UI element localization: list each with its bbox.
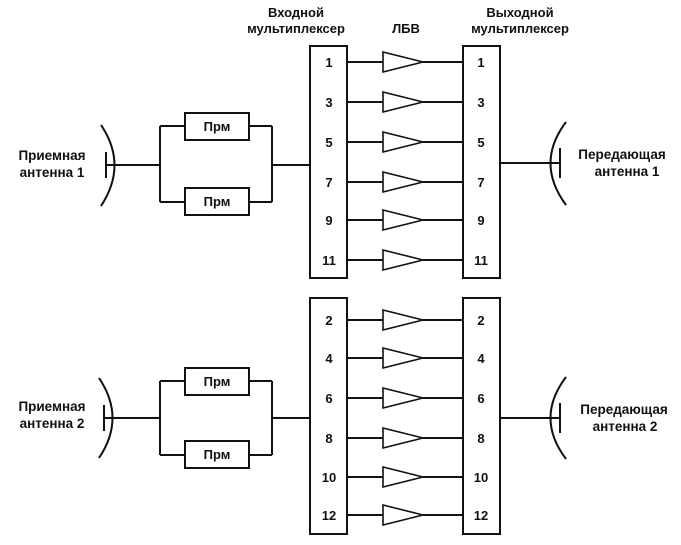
output-channel-number: 4 [477, 351, 485, 366]
output-channel-number: 8 [477, 431, 484, 446]
receiver-label: Прм [204, 374, 231, 389]
input-channel-number: 1 [325, 55, 332, 70]
channel-row: 8 8 [325, 426, 485, 450]
twt-amplifier-icon [382, 170, 424, 194]
transmit-antenna-2-icon [549, 376, 567, 460]
twt-amplifier-icon [382, 308, 424, 332]
input-multiplexer-1 [309, 45, 348, 279]
input-channel-number: 10 [322, 470, 336, 485]
receiver-box-2a [184, 367, 250, 396]
input-channel-number: 2 [325, 313, 332, 328]
input-multiplexer-2 [309, 297, 348, 535]
output-channel-number: 12 [474, 508, 488, 523]
channel-row: 7 7 [325, 170, 485, 194]
input-channel-number: 5 [325, 135, 332, 150]
receiver-label: Прм [204, 119, 231, 134]
receive-antenna-2-icon [98, 377, 160, 459]
input-mux-header-line1: Входной [268, 5, 324, 20]
output-mux-header-line2: мультиплексер [471, 21, 569, 36]
input-channel-number: 12 [322, 508, 336, 523]
input-mux-header-line2: мультиплексер [247, 21, 345, 36]
twt-amplifier-icon [382, 426, 424, 450]
channel-row: 10 10 [322, 465, 488, 489]
output-mux-header-line1: Выходной [486, 5, 553, 20]
channel-row: 5 5 [325, 130, 485, 154]
transmit-antenna-2-label-line1: Передающая [580, 402, 668, 417]
twt-amplifier-icon [382, 50, 424, 74]
receiver-label: Прм [204, 447, 231, 462]
twt-amplifier-icon [382, 130, 424, 154]
receiver-label: Прм [204, 194, 231, 209]
output-channel-number: 6 [477, 391, 484, 406]
twt-header: ЛБВ [392, 21, 420, 36]
input-channel-number: 4 [325, 351, 333, 366]
output-channel-number: 9 [477, 213, 484, 228]
output-channel-number: 2 [477, 313, 484, 328]
transmit-antenna-2-label-line2: антенна 2 [593, 419, 658, 434]
receive-antenna-1-label-line2: антенна 1 [20, 165, 85, 180]
receiver-box-2b [184, 440, 250, 469]
channel-row: 6 6 [325, 386, 485, 410]
input-channel-number: 9 [325, 213, 332, 228]
output-channel-number: 11 [474, 253, 488, 268]
channel-row: 9 9 [325, 208, 485, 232]
output-channel-number: 5 [477, 135, 484, 150]
input-channel-number: 8 [325, 431, 332, 446]
transmit-antenna-1-label-line1: Передающая [578, 147, 666, 162]
input-channel-number: 3 [325, 95, 332, 110]
twt-amplifier-icon [382, 208, 424, 232]
channel-row: 2 2 [325, 308, 485, 332]
channel-row: 12 12 [322, 503, 488, 527]
twt-amplifier-icon [382, 465, 424, 489]
twt-amplifier-icon [382, 90, 424, 114]
twt-amplifier-icon [382, 503, 424, 527]
receive-antenna-2-label-line1: Приемная [18, 399, 85, 414]
output-multiplexer-1 [462, 45, 501, 279]
input-channel-number: 7 [325, 175, 332, 190]
output-channel-number: 7 [477, 175, 484, 190]
channel-row: 3 3 [325, 90, 485, 114]
output-channel-number: 1 [477, 55, 484, 70]
channel-row: 4 4 [325, 346, 485, 370]
channel-group-1: Приемная антенна 1 Прм Прм 1 1 3 [18, 45, 666, 279]
transmit-antenna-1-icon [549, 121, 567, 206]
receive-antenna-1-icon [100, 124, 160, 207]
channel-row: 1 1 [325, 50, 485, 74]
input-channel-number: 11 [322, 253, 336, 268]
channel-group-2: Приемная антенна 2 Прм Прм 2 2 4 [18, 297, 668, 535]
transmit-antenna-1-label-line2: антенна 1 [595, 164, 660, 179]
channel-row: 11 11 [322, 248, 488, 272]
twt-amplifier-icon [382, 386, 424, 410]
receive-antenna-1-label-line1: Приемная [18, 148, 85, 163]
twt-amplifier-icon [382, 346, 424, 370]
output-multiplexer-2 [462, 297, 501, 535]
twt-amplifier-icon [382, 248, 424, 272]
input-channel-number: 6 [325, 391, 332, 406]
output-channel-number: 3 [477, 95, 484, 110]
receive-antenna-2-label-line2: антенна 2 [20, 416, 85, 431]
output-channel-number: 10 [474, 470, 488, 485]
